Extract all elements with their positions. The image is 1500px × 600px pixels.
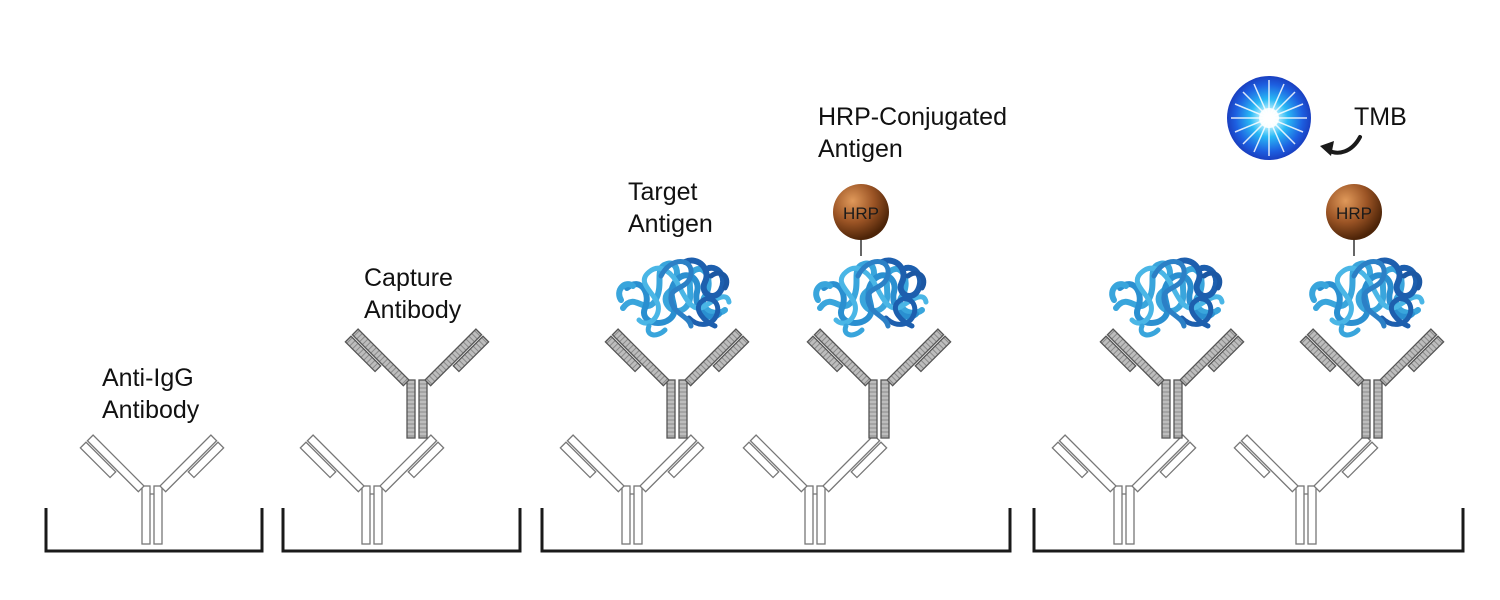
- antibody-icon: [559, 434, 705, 545]
- antibody-icon: [1233, 434, 1379, 545]
- hrp-label: HRP: [843, 204, 879, 223]
- arrow-icon: [1320, 135, 1362, 156]
- tmb-label: TMB: [1354, 103, 1407, 131]
- antigen-icon: [1112, 261, 1222, 335]
- antibody-icon: [1051, 434, 1197, 545]
- antigen-icon: [619, 261, 729, 335]
- hrp-label: HRP: [1336, 204, 1372, 223]
- antibody-icon: [742, 434, 888, 545]
- capture-antibody-label: Capture Antibody: [364, 264, 462, 324]
- hrp-bead-icon: HRP: [833, 184, 889, 240]
- antigen-icon: [816, 261, 926, 335]
- hrp-bead-icon: HRP: [1326, 184, 1382, 240]
- hrp-conjugated-antigen-label: HRP-Conjugated Antigen: [818, 103, 1007, 163]
- antibody-icon: [1299, 328, 1445, 439]
- well-3: [540, 508, 1012, 553]
- well-2: [281, 508, 522, 553]
- target-antigen-label: Target Antigen: [628, 178, 713, 238]
- antibody-icon: [344, 328, 490, 439]
- tmb-signal-icon: [1227, 76, 1311, 160]
- well-4: [1032, 508, 1465, 553]
- antibody-icon: [806, 328, 952, 439]
- well-1: [44, 508, 264, 553]
- antibody-icon: [604, 328, 750, 439]
- anti-igg-antibody-label: Anti-IgG Antibody: [102, 364, 200, 424]
- antibody-icon: [299, 434, 445, 545]
- antibody-icon: [79, 434, 225, 545]
- antigen-icon: [1312, 261, 1422, 335]
- antibody-icon: [1099, 328, 1245, 439]
